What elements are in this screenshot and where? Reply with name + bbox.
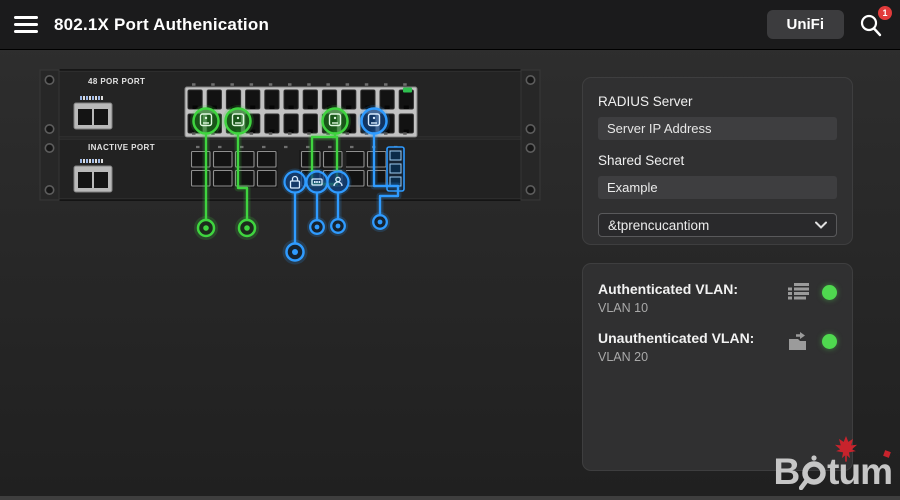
wires bbox=[202, 129, 402, 247]
logo-text-suffix: tum bbox=[827, 451, 893, 492]
shared-secret-label: Shared Secret bbox=[598, 153, 685, 168]
rack-screws bbox=[44, 75, 536, 196]
port-diagram: 48 POR PORT INACTIVE PORT bbox=[39, 69, 541, 265]
blue-port-1[interactable] bbox=[358, 105, 390, 137]
authenticated-status-dot bbox=[822, 284, 837, 300]
device-icon bbox=[328, 113, 342, 127]
sfp-module bbox=[386, 146, 405, 192]
client-user[interactable] bbox=[324, 168, 352, 196]
device-icon bbox=[199, 113, 213, 127]
unauthenticated-status-dot bbox=[822, 333, 837, 349]
wire-green-2 bbox=[236, 131, 249, 221]
logo-text-prefix: B bbox=[773, 451, 800, 492]
unifi-button[interactable]: UniFi bbox=[766, 10, 844, 39]
unauthenticated-vlan-label: Unauthenticated VLAN: bbox=[598, 330, 755, 346]
padlock-icon bbox=[289, 175, 301, 189]
switch2-label: INACTIVE PORT bbox=[88, 143, 155, 152]
maple-leaf-icon bbox=[835, 436, 858, 462]
server-ip-input[interactable] bbox=[598, 117, 837, 140]
link-led bbox=[403, 87, 412, 93]
uplink-module-2 bbox=[73, 159, 113, 193]
vlan-list-icon bbox=[788, 283, 809, 300]
search-icon[interactable]: 1 bbox=[858, 5, 892, 40]
authenticated-vlan-row: Authenticated VLAN: VLAN 10 bbox=[598, 281, 837, 315]
device-icon bbox=[367, 113, 381, 127]
radius-server-card: RADIUS Server Shared Secret &tprencucant… bbox=[582, 77, 853, 245]
device-icon bbox=[231, 113, 245, 127]
wire-blue-1 bbox=[372, 131, 400, 216]
chevron-down-icon bbox=[815, 221, 827, 229]
radius-server-label: RADIUS Server bbox=[598, 94, 693, 109]
vlan-share-icon bbox=[789, 332, 806, 350]
magnifier-glyph bbox=[860, 14, 882, 36]
page-title: 802.1X Port Authenication bbox=[54, 14, 270, 34]
auth-method-value: &tprencucantiom bbox=[608, 217, 710, 233]
person-icon bbox=[333, 176, 343, 187]
unauthenticated-vlan-value: VLAN 20 bbox=[598, 350, 649, 364]
green-port-3[interactable] bbox=[319, 105, 351, 137]
switch1-label: 48 POR PORT bbox=[88, 77, 145, 86]
uplink-module-1 bbox=[73, 96, 113, 130]
auth-method-select[interactable]: &tprencucantiom bbox=[598, 213, 837, 237]
unauthenticated-vlan-row: Unauthenticated VLAN: VLAN 20 bbox=[598, 330, 837, 364]
menu-icon[interactable] bbox=[14, 16, 38, 33]
green-port-2[interactable] bbox=[222, 105, 254, 137]
wire-terminals bbox=[194, 212, 390, 265]
bottom-edge bbox=[0, 496, 900, 500]
authenticated-vlan-label: Authenticated VLAN: bbox=[598, 281, 738, 297]
shared-secret-input[interactable] bbox=[598, 176, 837, 199]
top-bar: 802.1X Port Authenication UniFi 1 bbox=[0, 0, 900, 50]
notification-badge: 1 bbox=[878, 5, 892, 20]
chip-icon bbox=[311, 178, 323, 186]
vlan-status-card: Authenticated VLAN: VLAN 10 Unauthentica… bbox=[582, 263, 853, 471]
magnifier-o-icon bbox=[798, 453, 827, 491]
authenticated-vlan-value: VLAN 10 bbox=[598, 301, 649, 315]
botum-logo: B tum bbox=[773, 436, 893, 492]
green-port-1[interactable] bbox=[190, 105, 222, 137]
